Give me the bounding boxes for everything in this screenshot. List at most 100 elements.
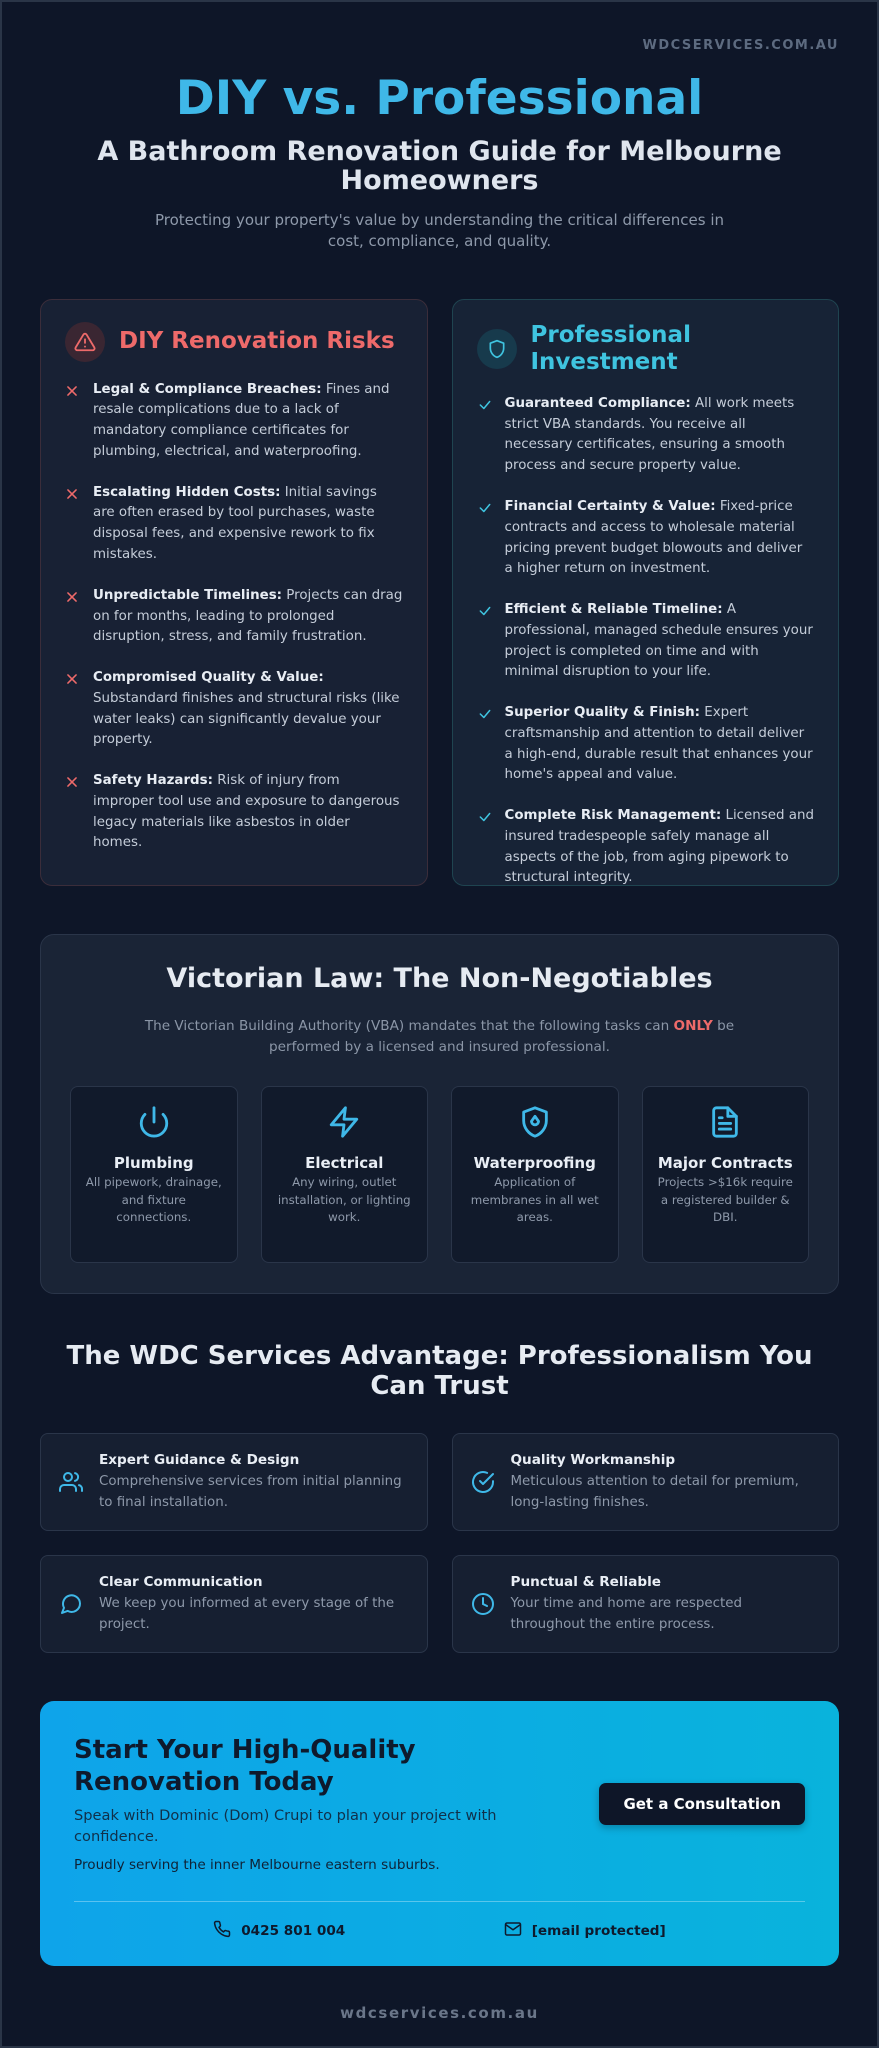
- document-icon: [655, 1105, 797, 1143]
- diy-risk-heading: Escalating Hidden Costs:: [93, 484, 281, 500]
- pro-benefit-item: Superior Quality & Finish: Expert crafts…: [477, 703, 815, 786]
- diy-risks-card: DIY Renovation Risks Legal & Compliance …: [40, 298, 428, 886]
- advantage-name: Quality Workmanship: [510, 1452, 676, 1469]
- x-mark-icon: [65, 380, 81, 463]
- check-mark-icon: [477, 497, 493, 580]
- clock-icon: [471, 1574, 497, 1652]
- pro-benefit-text: Fixed-price contracts and access to whol…: [504, 498, 803, 577]
- only-emphasis: ONLY: [673, 1017, 713, 1034]
- diy-card-title: DIY Renovation Risks: [119, 328, 395, 355]
- email-link[interactable]: [email protected]: [504, 1920, 666, 1942]
- task-title: Waterproofing: [473, 1153, 596, 1172]
- diy-risk-text: Risk of injury from improper tool use an…: [93, 773, 400, 851]
- comparison-section: DIY Renovation Risks Legal & Compliance …: [40, 298, 839, 889]
- pro-benefit-item: Complete Risk Management: Licensed and i…: [477, 806, 815, 889]
- diy-risk-item: Compromised Quality & Value: Substandard…: [65, 668, 403, 751]
- advantage-name: Expert Guidance & Design: [99, 1452, 300, 1469]
- call-to-action-panel: Start Your High-Quality Renovation Today…: [40, 1701, 839, 1967]
- diy-risk-item: Legal & Compliance Breaches: Fines and r…: [65, 380, 403, 463]
- pro-benefit-item: Guaranteed Compliance: All work meets st…: [477, 394, 815, 477]
- phone-icon: [213, 1920, 231, 1942]
- check-mark-icon: [477, 600, 493, 683]
- chat-bubble-icon: [59, 1574, 85, 1652]
- advantage-grid: Expert Guidance & Design Comprehensive s…: [40, 1433, 839, 1654]
- pro-benefit-list: Guaranteed Compliance: All work meets st…: [477, 394, 815, 889]
- lightning-icon: [274, 1105, 416, 1143]
- diy-risk-heading: Unpredictable Timelines:: [93, 587, 283, 603]
- diy-risk-text: Substandard finishes and structural risk…: [93, 690, 400, 748]
- pro-benefit-heading: Financial Certainty & Value:: [504, 498, 716, 514]
- x-mark-icon: [65, 771, 81, 854]
- email-address: [email protected]: [531, 1923, 666, 1940]
- cta-title: Start Your High-Quality Renovation Today: [74, 1735, 416, 1797]
- check-mark-icon: [477, 806, 493, 889]
- cta-divider: [74, 1901, 805, 1903]
- power-icon: [83, 1105, 225, 1143]
- advantage-name: Punctual & Reliable: [510, 1574, 662, 1591]
- check-mark-icon: [477, 394, 493, 477]
- pro-benefit-heading: Superior Quality & Finish:: [504, 705, 701, 721]
- x-mark-icon: [65, 586, 81, 648]
- users-icon: [59, 1452, 85, 1530]
- advantage-description: Meticulous attention to detail for premi…: [510, 1474, 799, 1511]
- task-title: Major Contracts: [657, 1153, 793, 1172]
- task-description: Projects >$16k require a registered buil…: [657, 1175, 793, 1225]
- diy-risk-heading: Compromised Quality & Value:: [93, 670, 324, 686]
- pro-card-title: Professional Investment: [530, 321, 691, 375]
- warning-triangle-icon: [65, 321, 105, 362]
- pro-benefit-item: Financial Certainty & Value: Fixed-price…: [477, 497, 815, 580]
- law-description: The Victorian Building Authority (VBA) m…: [144, 1017, 735, 1055]
- advantage-description: We keep you informed at every stage of t…: [99, 1596, 395, 1633]
- page-title: DIY vs. Professional: [175, 71, 704, 126]
- advantage-name: Clear Communication: [99, 1574, 263, 1591]
- page-subtitle: A Bathroom Renovation Guide for Melbourn…: [97, 135, 782, 197]
- service-area-text: Proudly serving the inner Melbourne east…: [74, 1857, 440, 1874]
- diy-risk-text: Projects can drag on for months, leading…: [93, 587, 403, 645]
- pro-benefit-text: All work meets strict VBA standards. You…: [504, 395, 795, 474]
- check-mark-icon: [477, 703, 493, 786]
- licensed-tasks: Plumbing All pipework, drainage, and fix…: [70, 1085, 809, 1263]
- task-description: Any wiring, outlet installation, or ligh…: [277, 1175, 411, 1225]
- advantage-card-clear-communication: Clear Communication We keep you informed…: [40, 1555, 428, 1654]
- advantage-description: Comprehensive services from initial plan…: [99, 1474, 402, 1511]
- footer-domain: wdcservices.com.au: [340, 2004, 539, 2023]
- diy-risk-item: Escalating Hidden Costs: Initial savings…: [65, 483, 403, 566]
- pro-card-header: Professional Investment: [476, 321, 815, 376]
- advantage-card-punctual-reliable: Punctual & Reliable Your time and home a…: [451, 1555, 839, 1654]
- advantage-card-quality-workmanship: Quality Workmanship Meticulous attention…: [451, 1433, 839, 1532]
- task-description: Application of membranes in all wet area…: [470, 1175, 599, 1225]
- diy-risk-heading: Legal & Compliance Breaches:: [93, 381, 322, 397]
- task-title: Plumbing: [113, 1153, 194, 1172]
- pro-benefit-item: Efficient & Reliable Timeline: A profess…: [477, 600, 815, 683]
- task-card-major-contracts: Major Contracts Projects >$16k require a…: [641, 1085, 809, 1263]
- diy-risk-heading: Safety Hazards:: [93, 773, 213, 789]
- advantage-title: The WDC Services Advantage: Professional…: [66, 1340, 813, 1401]
- pro-benefit-heading: Guaranteed Compliance:: [504, 395, 691, 411]
- victorian-law-section: Victorian Law: The Non-Negotiables The V…: [40, 933, 839, 1294]
- shield-droplet-icon: [464, 1105, 606, 1143]
- advantage-description: Your time and home are respected through…: [510, 1596, 742, 1633]
- mail-icon: [504, 1920, 522, 1942]
- intro-text: Protecting your property's value by unde…: [154, 211, 725, 251]
- pro-benefit-heading: Efficient & Reliable Timeline:: [504, 602, 723, 618]
- pro-benefit-text: A professional, managed schedule ensures…: [504, 602, 813, 680]
- diy-risk-item: Unpredictable Timelines: Projects can dr…: [65, 586, 403, 648]
- diy-card-header: DIY Renovation Risks: [65, 321, 403, 362]
- task-card-waterproofing: Waterproofing Application of membranes i…: [451, 1085, 619, 1263]
- diy-risk-text: Initial savings are often erased by tool…: [93, 484, 377, 563]
- task-description: All pipework, drainage, and fixture conn…: [85, 1175, 222, 1225]
- phone-number: 0425 801 004: [241, 1923, 346, 1940]
- task-card-plumbing: Plumbing All pipework, drainage, and fix…: [70, 1085, 238, 1263]
- check-circle-icon: [471, 1452, 497, 1530]
- law-title: Victorian Law: The Non-Negotiables: [166, 962, 713, 994]
- pro-benefit-text: Licensed and insured tradespeople safely…: [504, 808, 814, 886]
- task-title: Electrical: [305, 1153, 384, 1172]
- phone-link[interactable]: 0425 801 004: [213, 1920, 345, 1942]
- get-consultation-button[interactable]: Get a Consultation: [599, 1783, 805, 1826]
- x-mark-icon: [65, 483, 81, 566]
- task-card-electrical: Electrical Any wiring, outlet installati…: [260, 1085, 428, 1263]
- x-mark-icon: [65, 668, 81, 751]
- advantage-card-expert-guidance: Expert Guidance & Design Comprehensive s…: [40, 1433, 428, 1532]
- diy-risk-list: Legal & Compliance Breaches: Fines and r…: [65, 380, 403, 855]
